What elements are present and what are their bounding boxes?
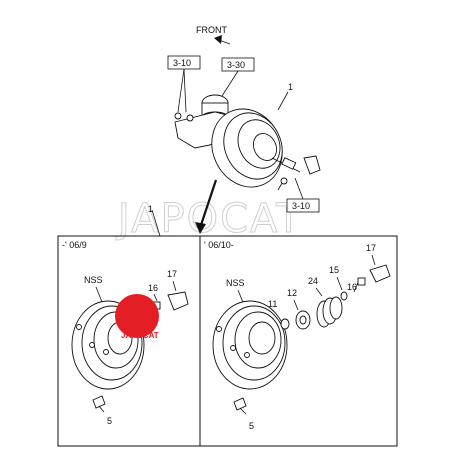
right-label-17: 17 xyxy=(366,243,376,253)
front-arrow-icon xyxy=(214,35,231,45)
ref-box-3-30[interactable]: 3-30 xyxy=(221,57,255,72)
detail-callout-number: 1 xyxy=(148,204,153,214)
right-label-15: 15 xyxy=(329,265,339,275)
left-period-label: -' 06/9 xyxy=(62,240,87,250)
top-part-number: 1 xyxy=(288,82,293,92)
watermark-logo: JAPOCAT xyxy=(115,294,159,340)
left-label-17: 17 xyxy=(167,269,177,279)
detail-frame: 1 xyxy=(57,204,398,447)
right-label-nss: NSS xyxy=(226,278,245,288)
top-booster-assembly: 1 xyxy=(174,68,321,234)
right-label-11: 11 xyxy=(268,299,277,309)
left-label-5: 5 xyxy=(107,416,112,426)
svg-text:3-10: 3-10 xyxy=(173,58,191,68)
svg-text:3-30: 3-30 xyxy=(227,60,245,70)
left-label-nss: NSS xyxy=(84,275,103,285)
right-label-16: 16 xyxy=(347,282,357,292)
front-label: FRONT xyxy=(196,25,227,35)
ref-box-3-10-top[interactable]: 3-10 xyxy=(167,55,201,70)
right-label-24: 24 xyxy=(308,276,318,286)
svg-text:3-10: 3-10 xyxy=(292,201,310,211)
right-period-label: ' 06/10- xyxy=(204,240,234,250)
left-label-16: 16 xyxy=(148,283,158,293)
ref-box-3-10-bottom[interactable]: 3-10 xyxy=(286,198,320,213)
svg-text:JAPOCAT: JAPOCAT xyxy=(121,331,159,340)
right-label-5: 5 xyxy=(249,421,254,431)
right-panel: ' 06/10- NSS 11 12 24 15 16 17 xyxy=(204,240,391,431)
right-label-12: 12 xyxy=(287,288,297,298)
